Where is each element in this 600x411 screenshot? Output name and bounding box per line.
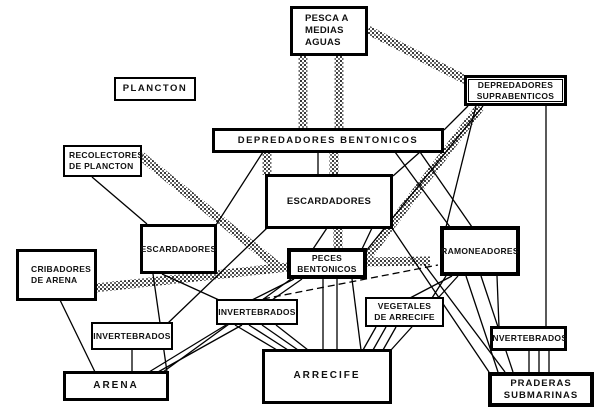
node-vegetales-de-arrecife: VEGETALES DE ARRECIFE xyxy=(365,297,444,327)
node-escardadores-center: ESCARDADORES xyxy=(265,174,393,229)
node-label: DE ARENA xyxy=(31,275,78,285)
edge-solid xyxy=(157,324,243,373)
node-invertebrados-left: INVERTEBRADOS xyxy=(91,322,173,350)
node-label: PLANCTON xyxy=(122,83,188,95)
edge-solid xyxy=(275,324,309,351)
node-plancton: PLANCTON xyxy=(114,77,196,101)
node-label: ARRECIFE xyxy=(293,370,361,382)
node-label: MEDIAS xyxy=(305,25,344,37)
edge-band xyxy=(138,152,283,272)
node-cribadores-de-arena: CRIBADORES DE ARENA xyxy=(16,249,97,301)
edge-solid xyxy=(362,326,377,351)
node-label: SUBMARINAS xyxy=(503,389,579,401)
edge-solid xyxy=(392,151,421,177)
node-label: CRIBADORES xyxy=(31,264,92,275)
node-invertebrados-center: INVERTEBRADOS xyxy=(216,299,298,325)
node-label: ARENA xyxy=(93,379,139,391)
node-label: PECES xyxy=(311,252,343,263)
node-praderas-submarinas: PRADERAS SUBMARINAS xyxy=(488,372,594,407)
edge-solid xyxy=(261,324,299,351)
edge-solid xyxy=(443,105,469,131)
node-label: SUPRABENTICOS xyxy=(476,90,555,101)
node-label: BENTONICOS xyxy=(297,263,357,274)
node-recolectores-de-plancton: RECOLECTORES DE PLANCTON xyxy=(63,145,144,177)
node-label: DEPREDADORES xyxy=(477,79,554,90)
node-invertebrados-right: INVERTEBRADOS xyxy=(490,326,567,351)
node-escardadores-left: ESCARDADORES xyxy=(140,224,217,274)
edge-solid xyxy=(148,324,227,373)
edge-solid xyxy=(167,227,268,324)
edge-solid xyxy=(234,324,278,351)
edge-solid xyxy=(372,326,387,351)
edge-solid xyxy=(215,151,264,226)
edge-solid xyxy=(312,227,328,250)
node-label: PESCA A xyxy=(305,13,349,25)
node-label: VEGETALES xyxy=(377,301,432,312)
edge-dashed xyxy=(262,264,439,300)
edge-solid xyxy=(161,273,220,301)
edge-band xyxy=(365,25,471,86)
node-label: DE ARRECIFE xyxy=(374,312,435,322)
node-ramoneadores: RAMONEADORES xyxy=(440,226,520,276)
edge-band xyxy=(365,256,431,267)
edge-solid xyxy=(496,275,500,328)
node-label: ESCARDADORES xyxy=(140,243,217,254)
edge-solid xyxy=(394,151,451,228)
node-label: INVERTEBRADOS xyxy=(93,330,171,341)
node-label: PRADERAS xyxy=(510,377,572,389)
edge-solid xyxy=(423,263,506,373)
node-pesca-a-medias-aguas: PESCA A MEDIAS AGUAS xyxy=(290,6,368,56)
edge-solid xyxy=(248,324,289,351)
edge-solid xyxy=(480,275,514,373)
edge-solid xyxy=(382,326,397,351)
edge-solid xyxy=(465,275,499,373)
node-peces-bentonicos: PECES BENTONICOS xyxy=(287,248,367,279)
node-label: RECOLECTORES xyxy=(69,150,144,161)
node-label: DE PLANCTON xyxy=(69,161,134,171)
node-depredadores-suprabenticos: DEPREDADORES SUPRABENTICOS xyxy=(464,75,567,106)
edge-solid xyxy=(91,176,148,225)
edge-solid xyxy=(361,227,373,250)
node-label: DEPREDADORES BENTONICOS xyxy=(237,134,419,146)
node-arrecife: ARRECIFE xyxy=(262,349,392,404)
node-label: ESCARDADORES xyxy=(286,195,372,207)
node-label: RAMONEADORES xyxy=(441,245,519,256)
edge-solid xyxy=(351,278,362,351)
node-label: INVERTEBRADOS xyxy=(489,333,568,344)
edge-solid xyxy=(419,151,473,228)
node-label: INVERTEBRADOS xyxy=(218,306,296,317)
node-arena: ARENA xyxy=(63,371,169,401)
edge-band xyxy=(94,262,289,293)
node-label: AGUAS xyxy=(305,36,341,48)
node-depredadores-bentonicos: DEPREDADORES BENTONICOS xyxy=(212,128,444,153)
edge-solid xyxy=(445,105,477,228)
edge-solid xyxy=(431,275,447,299)
edge-solid xyxy=(59,299,96,373)
edge-solid xyxy=(162,278,292,373)
